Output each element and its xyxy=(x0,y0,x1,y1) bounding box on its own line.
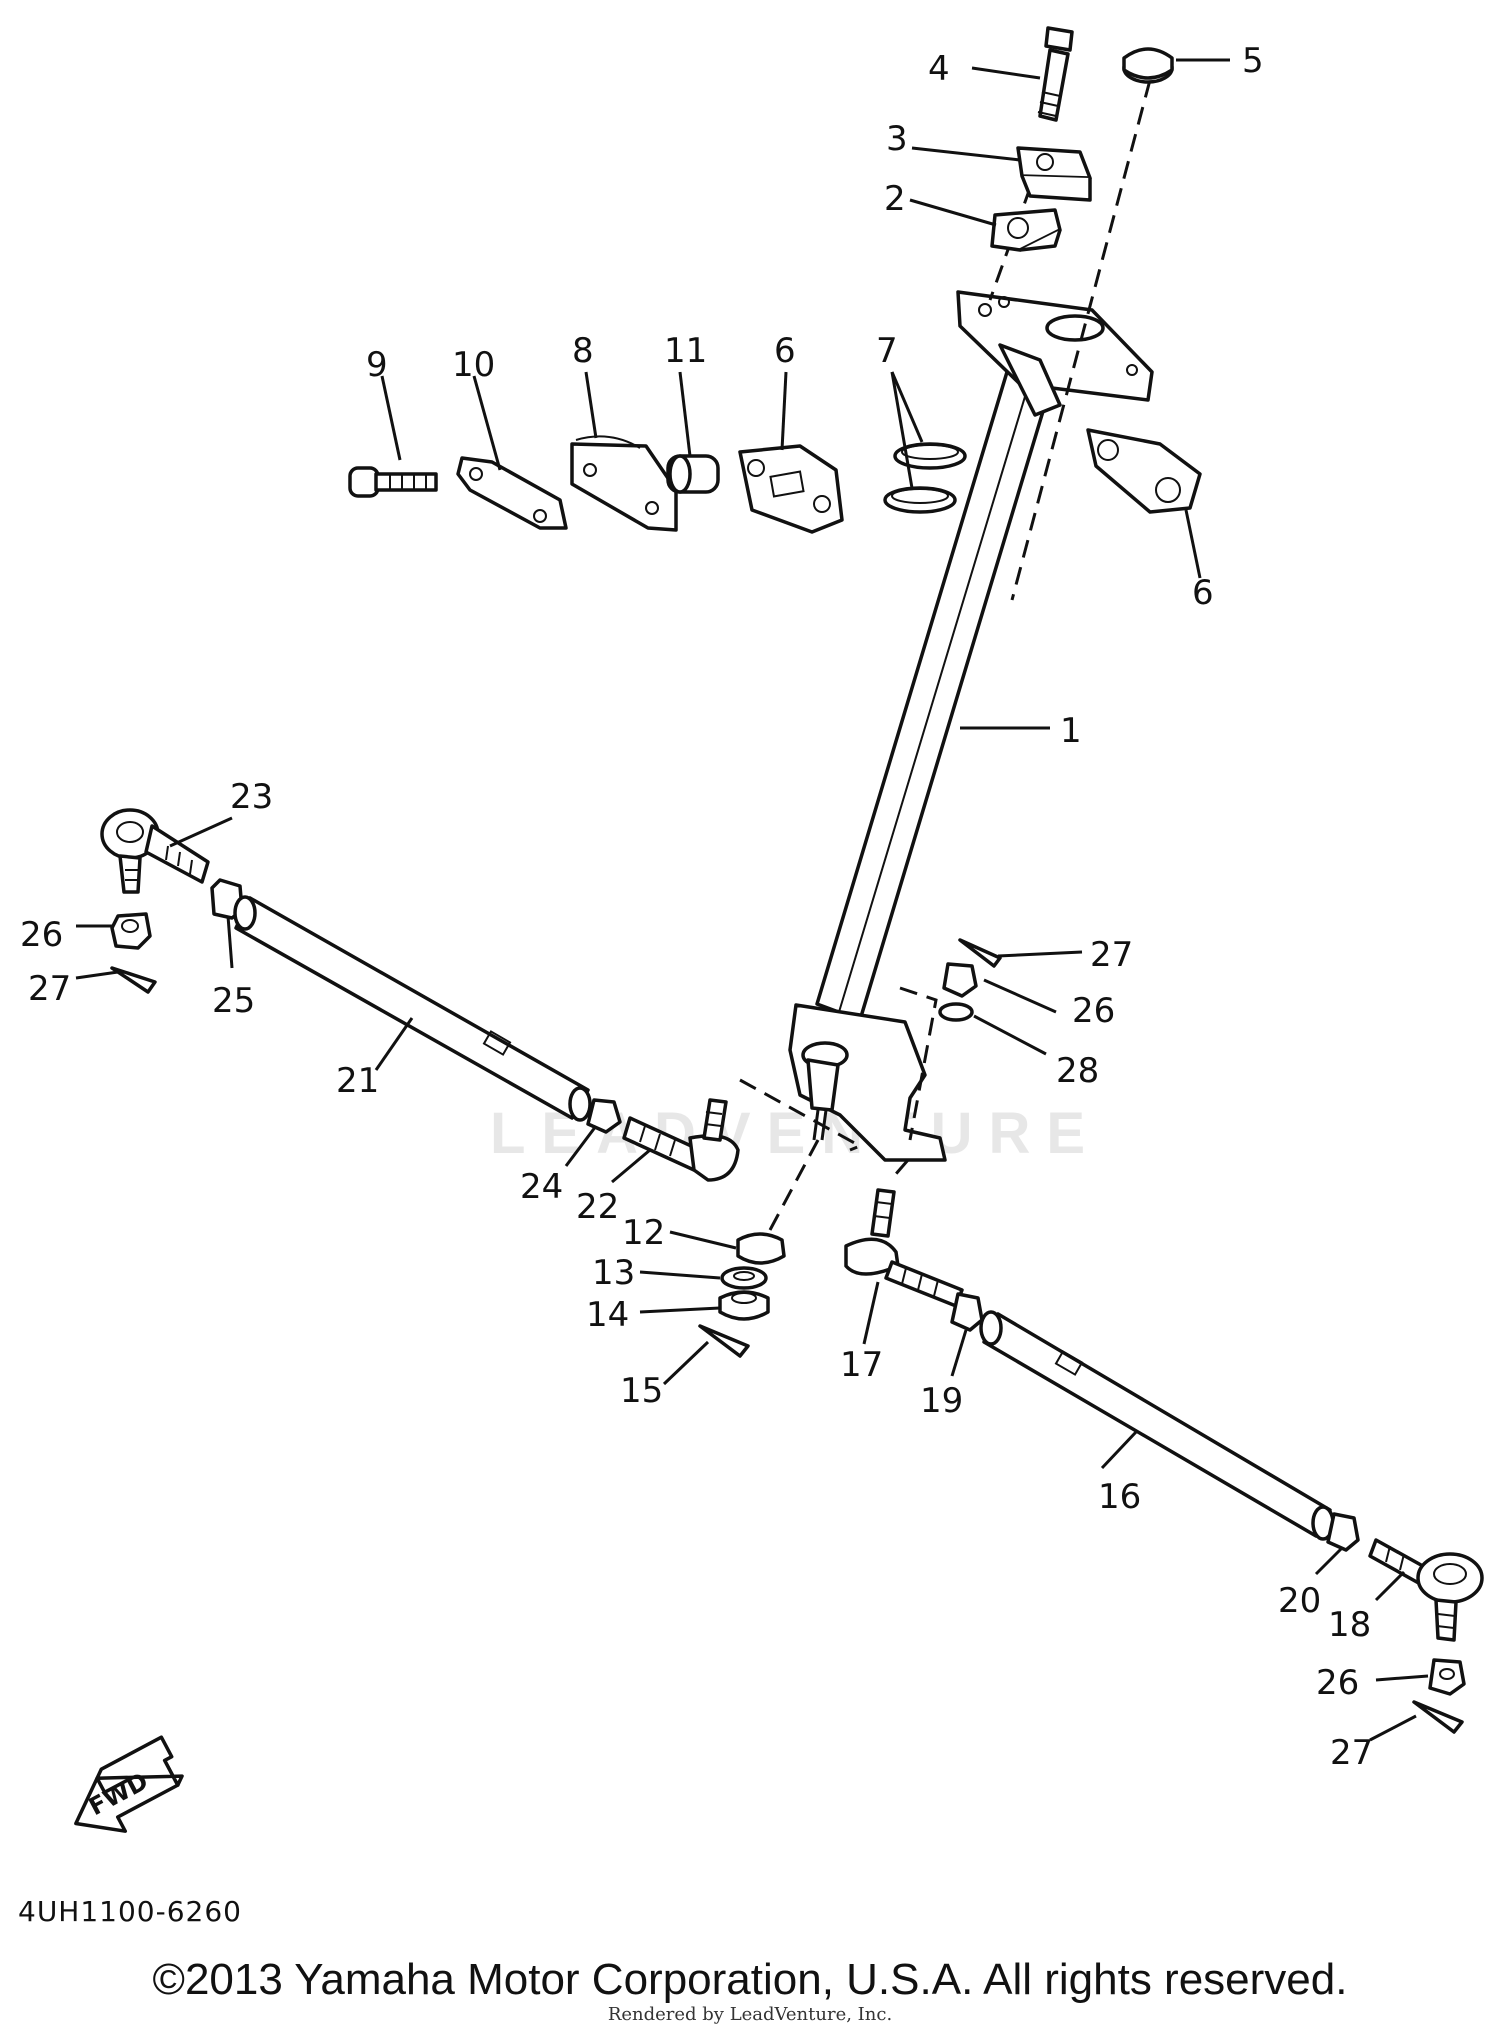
bearing-holder-6-right xyxy=(1086,428,1202,514)
tie-rod-end-23 xyxy=(100,808,210,894)
callout-26-upper: 26 xyxy=(1072,991,1115,1031)
callout-17: 17 xyxy=(840,1345,883,1385)
washer-28 xyxy=(938,1002,974,1022)
diagram-code: 4UH1100-6260 xyxy=(18,1895,242,1928)
tie-rod-end-22 xyxy=(622,1098,740,1182)
callout-7: 7 xyxy=(876,331,898,371)
axis-line-pitman-right xyxy=(893,1159,910,1176)
callout-27-left: 27 xyxy=(28,969,71,1009)
cotter-pin-27-upper xyxy=(958,938,1002,968)
callout-25: 25 xyxy=(212,981,255,1021)
nut-26-upper xyxy=(942,962,978,998)
copyright-notice: ©2013 Yamaha Motor Corporation, U.S.A. A… xyxy=(152,1955,1348,2004)
callout-1: 1 xyxy=(1060,711,1082,751)
clamp-3 xyxy=(1016,146,1092,202)
nut-20 xyxy=(1326,1512,1360,1552)
cotter-pin-27-left xyxy=(110,966,157,994)
callout-14: 14 xyxy=(586,1295,629,1335)
callout-4: 4 xyxy=(928,49,950,89)
nut-24 xyxy=(586,1098,622,1134)
callout-22: 22 xyxy=(576,1187,619,1227)
lock-plate-10 xyxy=(456,456,568,530)
collar-11 xyxy=(666,454,720,494)
callout-8: 8 xyxy=(572,331,594,371)
callout-19: 19 xyxy=(920,1381,963,1421)
bolt-9 xyxy=(348,466,438,498)
callout-9: 9 xyxy=(366,345,388,385)
callout-21: 21 xyxy=(336,1061,379,1101)
fwd-arrow-icon xyxy=(74,1735,184,1833)
nut-12 xyxy=(736,1232,786,1265)
leader-lines xyxy=(75,58,1429,1742)
callout-5: 5 xyxy=(1242,41,1264,81)
tie-rod-end-17 xyxy=(844,1188,964,1308)
callout-6-left: 6 xyxy=(774,331,796,371)
tie-rod-21 xyxy=(233,895,592,1122)
cotter-pin-15 xyxy=(698,1324,750,1358)
tie-rod-16 xyxy=(979,1310,1335,1541)
callout-27-lower: 27 xyxy=(1330,1733,1373,1773)
callout-15: 15 xyxy=(620,1371,663,1411)
callout-23: 23 xyxy=(230,777,273,817)
axis-line-bolt xyxy=(988,159,1042,301)
axis-line-pitman xyxy=(768,1139,820,1231)
nut-26-left xyxy=(110,912,152,950)
nut-26-lower xyxy=(1428,1658,1466,1696)
nut-14 xyxy=(718,1290,770,1321)
callout-26-lower: 26 xyxy=(1316,1663,1359,1703)
callout-3: 3 xyxy=(886,119,908,159)
rendered-by-notice: Rendered by LeadVenture, Inc. xyxy=(607,2004,893,2025)
callout-13: 13 xyxy=(592,1253,635,1293)
callout-11: 11 xyxy=(664,331,707,371)
cap-5 xyxy=(1122,47,1174,84)
callout-12: 12 xyxy=(622,1213,665,1253)
cotter-pin-27-lower xyxy=(1412,1700,1464,1734)
callout-16: 16 xyxy=(1098,1477,1141,1517)
tie-rod-end-18 xyxy=(1368,1538,1484,1642)
steering-shaft xyxy=(788,290,1154,1162)
clamp-2 xyxy=(990,208,1062,252)
callout-28: 28 xyxy=(1056,1051,1099,1091)
bushings-7 xyxy=(883,442,967,514)
callout-20: 20 xyxy=(1278,1581,1321,1621)
callout-26-left: 26 xyxy=(20,915,63,955)
callout-6-right: 6 xyxy=(1192,573,1214,613)
callout-18: 18 xyxy=(1328,1605,1371,1645)
bearing-holder-6-left xyxy=(738,444,844,534)
callout-10: 10 xyxy=(452,345,495,385)
axis-line-cap xyxy=(1010,79,1152,601)
callout-27-upper: 27 xyxy=(1090,935,1133,975)
plate-8 xyxy=(570,435,678,532)
washer-13 xyxy=(720,1266,768,1290)
callout-24: 24 xyxy=(520,1167,563,1207)
nut-19 xyxy=(950,1292,984,1332)
bolt-4 xyxy=(1037,26,1074,122)
callout-2: 2 xyxy=(884,179,906,219)
